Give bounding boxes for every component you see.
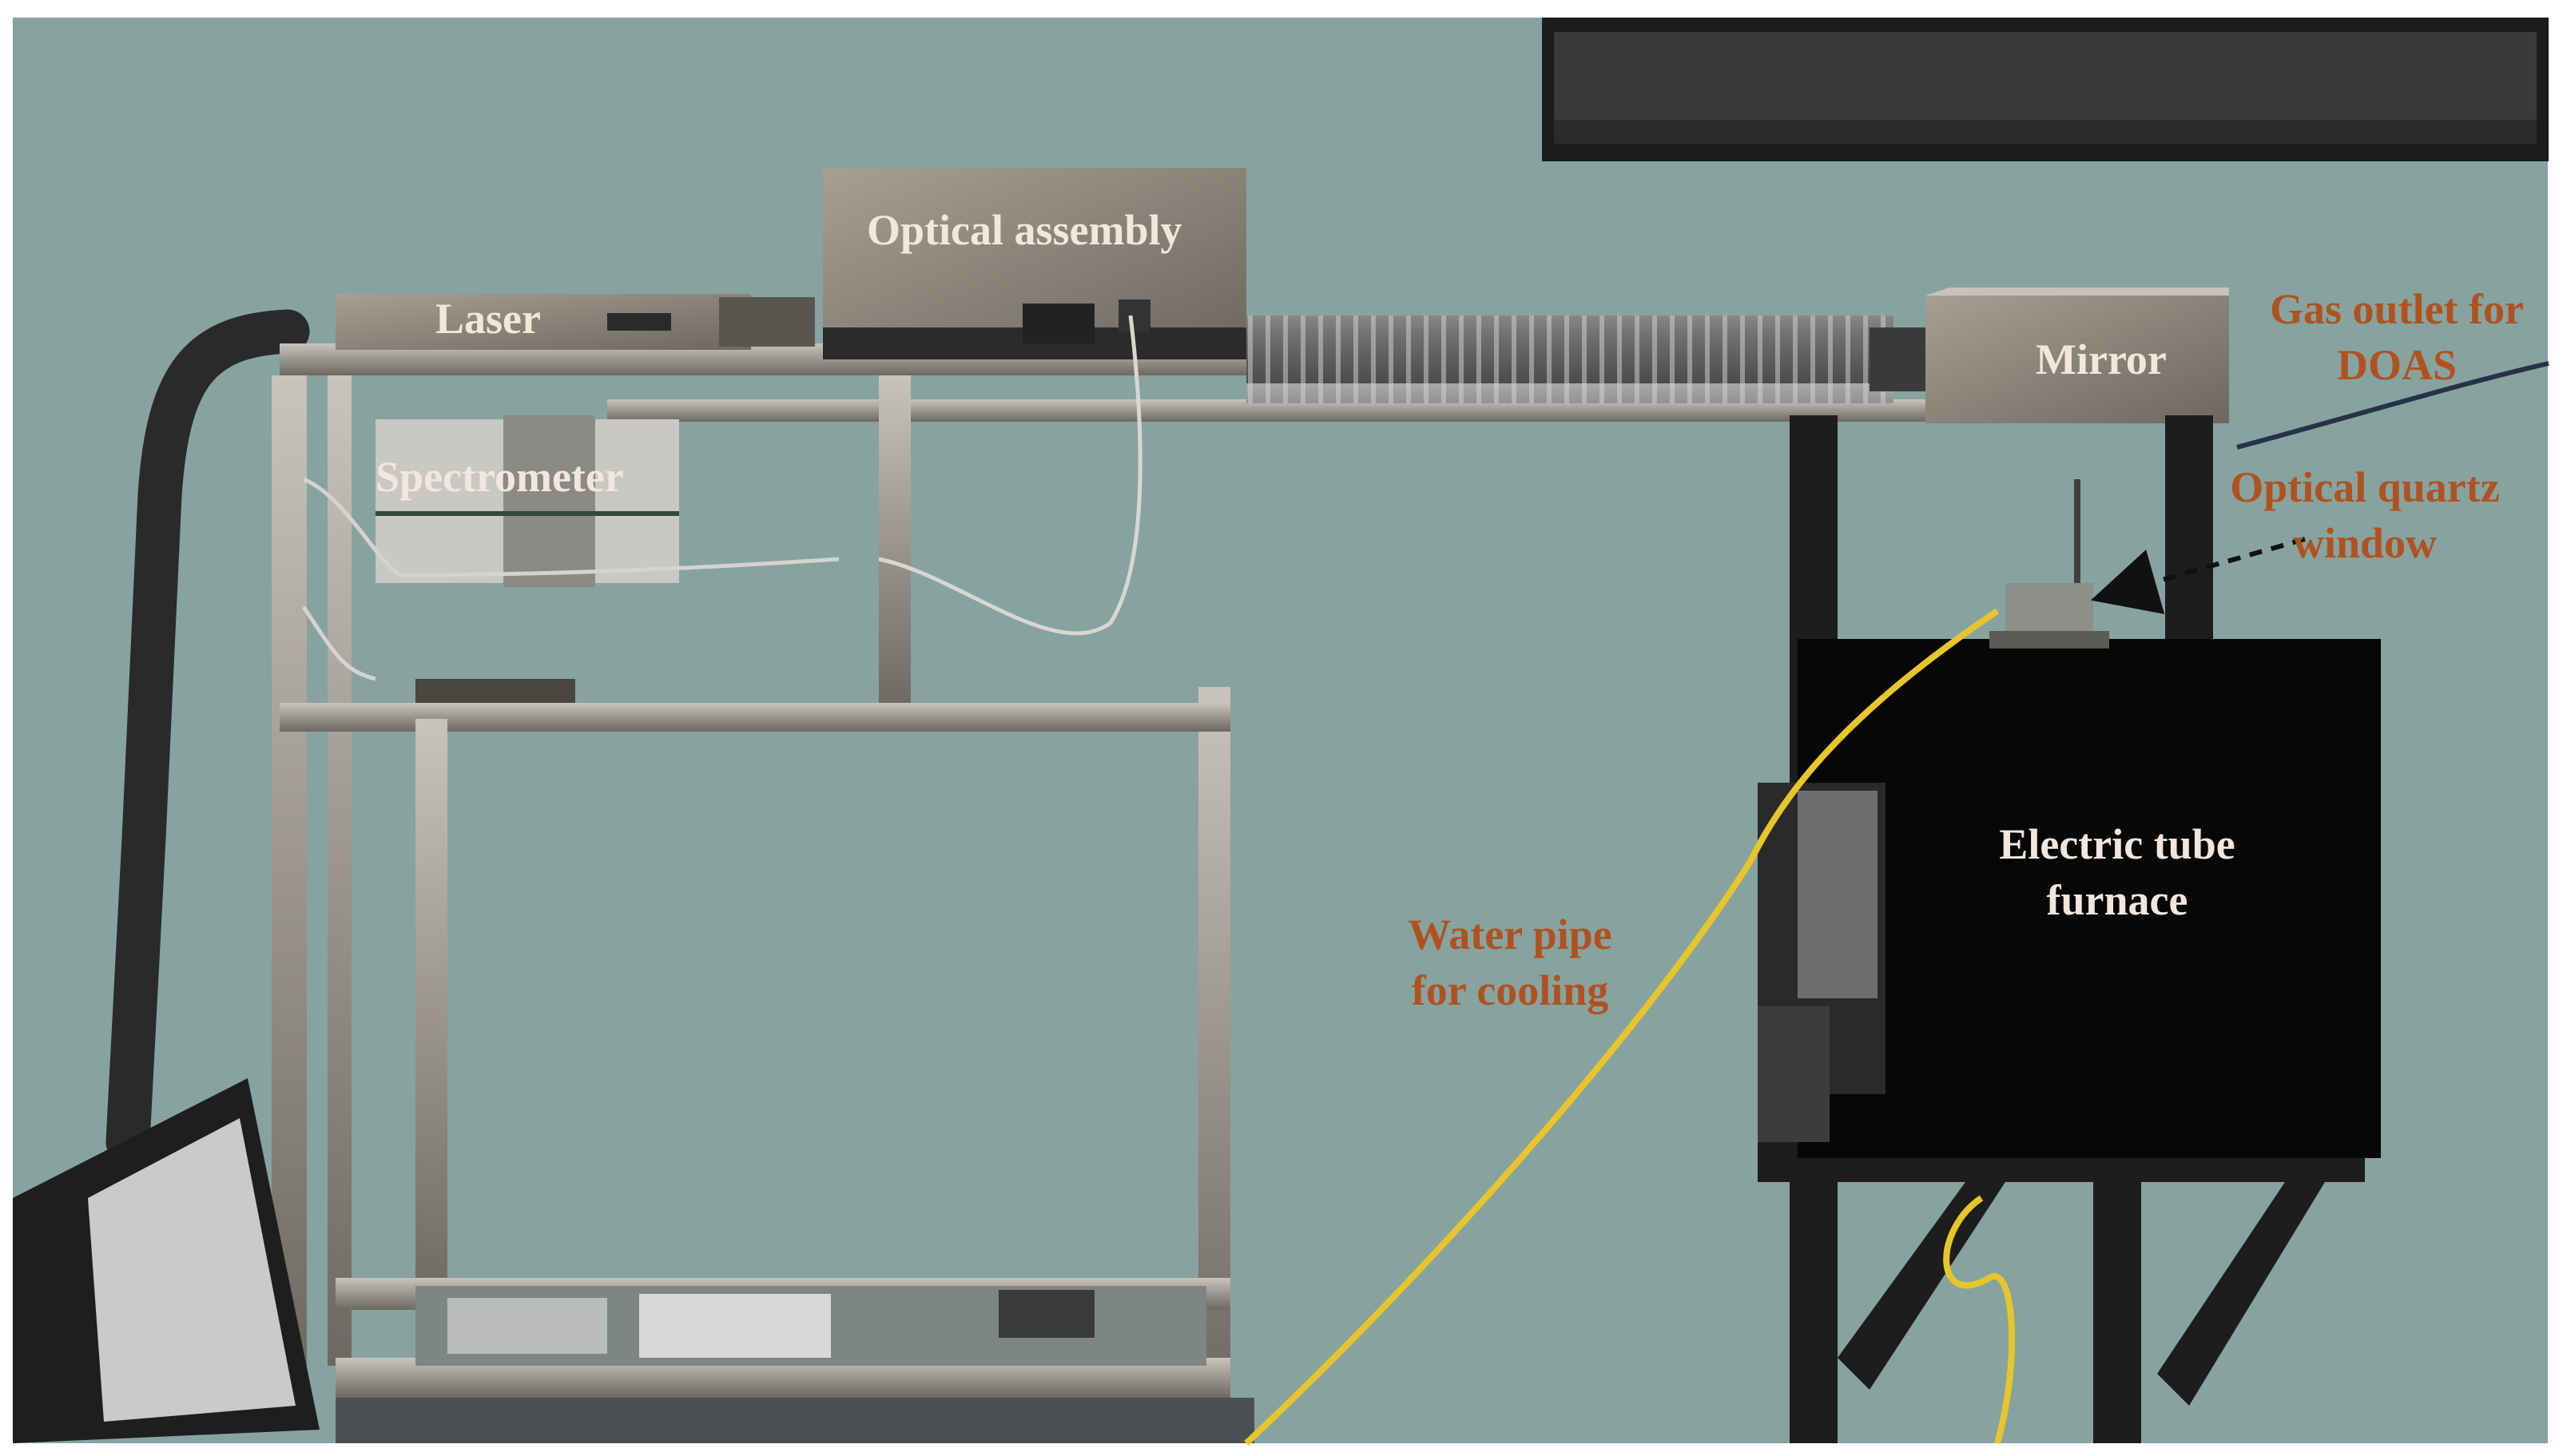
quartz-window-fitting [1989,479,2109,649]
optical-assembly-box [823,168,1270,359]
monitor [13,1078,320,1443]
spectrometer-device [376,415,679,587]
label-optical-quartz-window-line1: Optical quartz [2230,463,2500,511]
label-water-pipe-line1: Water pipe [1408,910,1612,958]
quartz-window-arrow [2090,537,2306,614]
left-black-hose [105,309,310,1164]
label-laser: Laser [435,295,541,343]
label-gas-outlet: Gas outlet for DOAS [2245,281,2549,393]
water-pipe [1244,608,2000,1446]
gas-outlet-tube [2236,361,2549,450]
label-mirror: Mirror [2036,335,2167,383]
label-spectrometer: Spectrometer [376,453,624,501]
label-furnace-line2: furnace [2046,876,2188,924]
label-gas-outlet-line2: DOAS [2336,341,2458,389]
label-furnace-line1: Electric tube [1999,820,2235,868]
electric-tube-furnace [1758,639,2381,1158]
label-optical-assembly: Optical assembly [867,206,1182,254]
label-electric-tube-furnace: Electric tube furnace [1949,816,2285,928]
bellows-tube [1246,315,1893,403]
lower-tray [336,1286,1254,1443]
label-gas-outlet-line1: Gas outlet for [2270,285,2524,333]
ceiling-hood [1542,18,2549,161]
label-water-pipe-line2: for cooling [1411,966,1609,1014]
label-optical-quartz-window-line2: window [2292,519,2438,567]
laser-device [336,294,815,350]
label-optical-quartz-window: Optical quartz window [2197,459,2533,571]
fiber-cable [878,315,1142,636]
mirror-box [1925,288,2229,423]
label-water-pipe: Water pipe for cooling [1358,907,1662,1018]
